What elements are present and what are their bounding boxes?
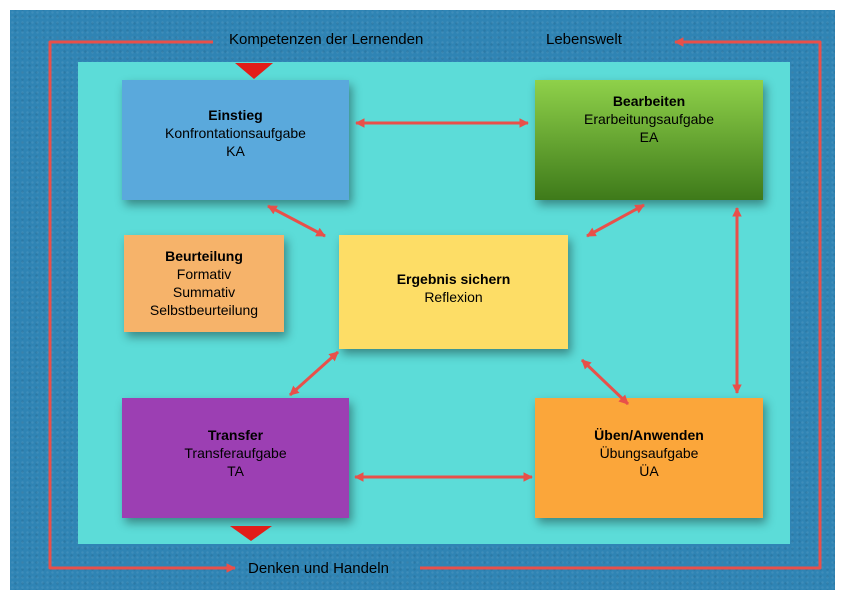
- card-ueben-title: Üben/Anwenden: [594, 427, 704, 443]
- label-denken-handeln: Denken und Handeln: [248, 560, 389, 577]
- cycle-line-right: [420, 37, 822, 570]
- label-kompetenzen: Kompetenzen der Lernenden: [229, 31, 424, 48]
- card-transfer: Transfer Transferaufgabe TA: [122, 398, 349, 518]
- card-einstieg-line2: KA: [226, 143, 245, 159]
- arrow-einstieg-ergebnis: [267, 204, 326, 238]
- card-ergebnis-title: Ergebnis sichern: [396, 271, 511, 287]
- card-beurteilung-title: Beurteilung: [165, 248, 243, 264]
- card-transfer-line1: Transferaufgabe: [184, 445, 287, 461]
- card-ergebnis-line1: Reflexion: [424, 289, 483, 305]
- card-einstieg: Einstieg Konfrontationsaufgabe KA: [122, 80, 349, 200]
- card-beurteilung-line1: Formativ: [176, 266, 232, 282]
- card-ueben-line1: Übungsaufgabe: [599, 445, 699, 461]
- arrow-ergebnis-ueben: [580, 358, 630, 406]
- card-bearbeiten-line2: EA: [639, 129, 659, 145]
- card-beurteilung-line2: Summativ: [172, 284, 236, 300]
- card-ueben: Üben/Anwenden Übungsaufgabe ÜA: [535, 398, 763, 518]
- card-einstieg-line1: Konfrontationsaufgabe: [165, 125, 306, 141]
- card-ueben-line2: ÜA: [639, 463, 659, 479]
- card-ergebnis: Ergebnis sichern Reflexion: [339, 235, 568, 349]
- card-transfer-title: Transfer: [207, 427, 264, 443]
- card-einstieg-title: Einstieg: [208, 107, 263, 123]
- arrow-bearbeiten-ergebnis: [586, 203, 645, 238]
- card-bearbeiten: Bearbeiten Erarbeitungsaufgabe EA: [535, 80, 763, 200]
- card-beurteilung: Beurteilung Formativ Summativ Selbstbeur…: [124, 235, 284, 332]
- triangle-bottom: [230, 526, 272, 541]
- cycle-line-top-left: [48, 40, 236, 573]
- label-lebenswelt: Lebenswelt: [546, 31, 622, 48]
- triangle-top: [235, 63, 273, 79]
- card-transfer-line2: TA: [227, 463, 244, 479]
- card-bearbeiten-title: Bearbeiten: [612, 93, 686, 109]
- card-bearbeiten-line1: Erarbeitungsaufgabe: [584, 111, 714, 127]
- arrow-ergebnis-transfer: [288, 350, 340, 397]
- card-beurteilung-line3: Selbstbeurteilung: [149, 302, 259, 318]
